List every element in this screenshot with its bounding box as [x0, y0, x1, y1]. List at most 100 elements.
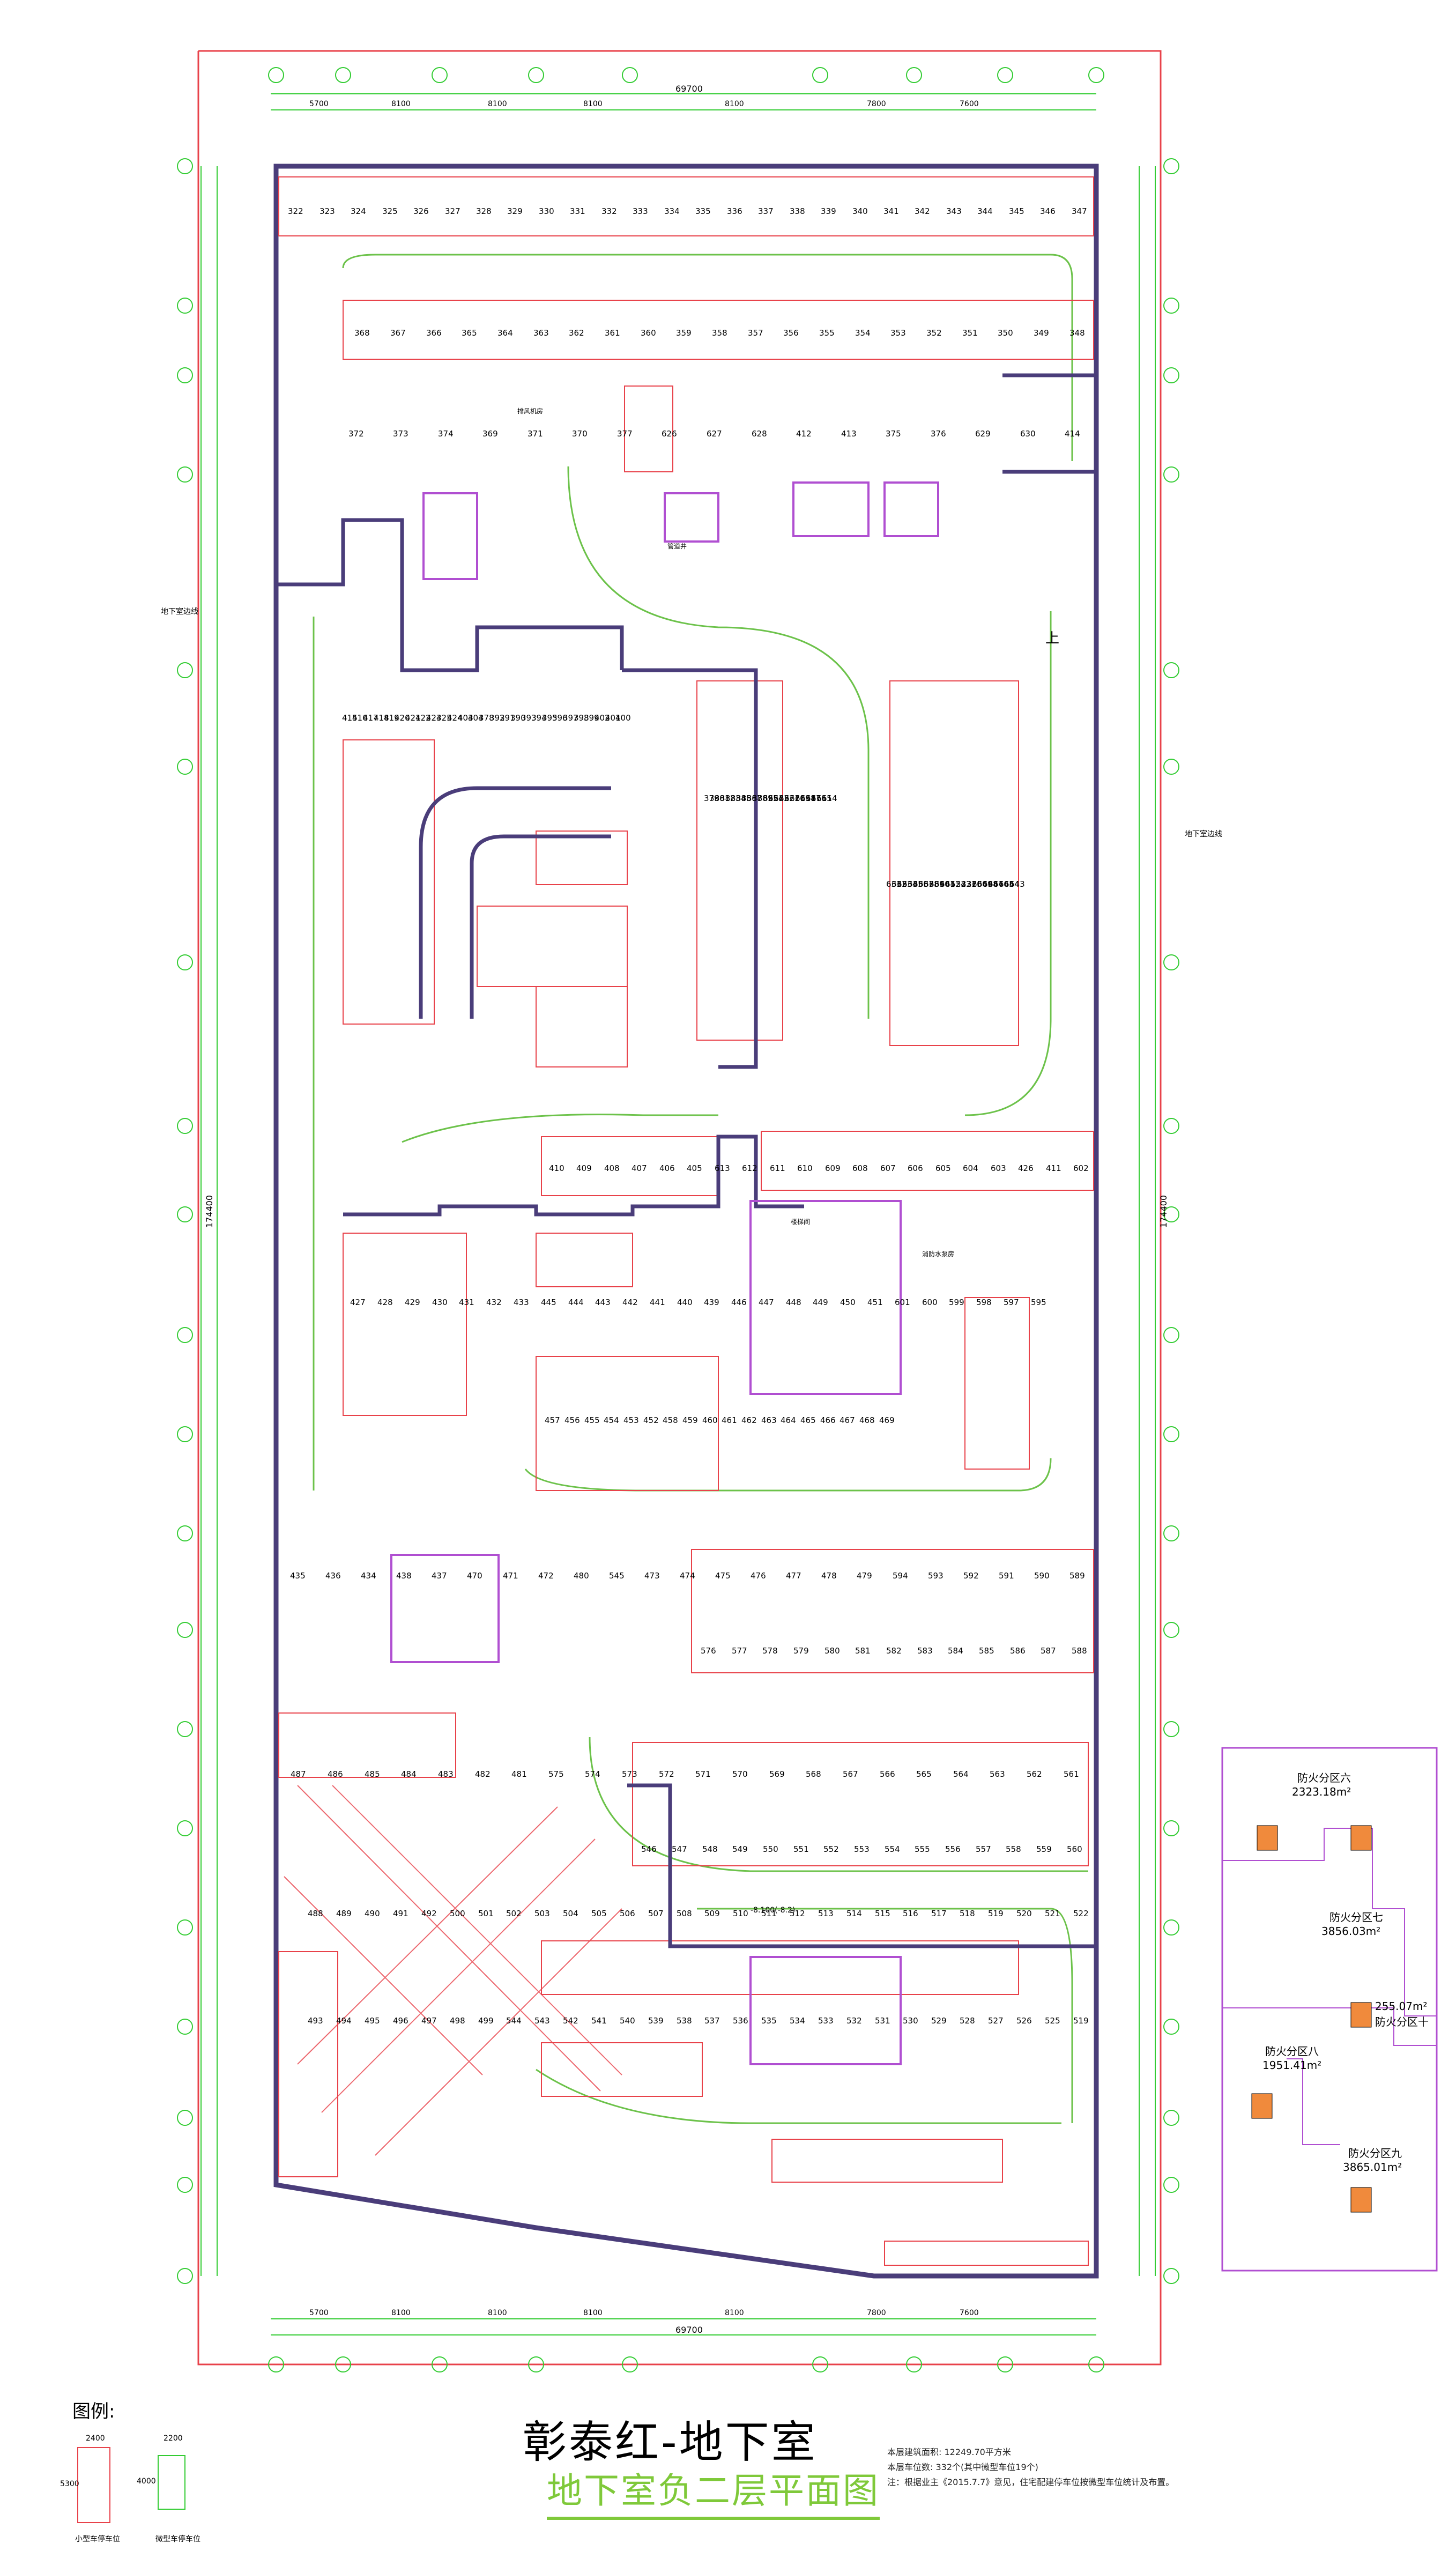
parking-space-number: 593 [928, 1571, 944, 1581]
parking-space-number: 649 [977, 879, 993, 889]
parking-space-number: 431 [459, 1297, 474, 1307]
pump-room-label: 消防水泵房 [922, 1250, 955, 1258]
parking-space-number: 478 [821, 1571, 837, 1581]
parking-space-number: 463 [761, 1415, 777, 1425]
span-dimension: 7800 [867, 2309, 886, 2317]
parking-space-number: 494 [336, 2016, 352, 2026]
fire-zone-key [1221, 1747, 1438, 2272]
parking-space-number: 585 [979, 1646, 994, 1656]
parking-space-number: 468 [859, 1415, 875, 1425]
parking-space-number: 629 [975, 429, 991, 439]
parking-space-number: 542 [563, 2016, 578, 2026]
parking-space-number: 471 [503, 1571, 518, 1581]
parking-space-number: 440 [677, 1297, 693, 1307]
ramp-up-label: 上 [1045, 631, 1060, 647]
parking-space-number: 562 [1027, 1769, 1042, 1779]
parking-space-number: 475 [715, 1571, 731, 1581]
parking-space-number: 341 [883, 206, 899, 216]
parking-space-number: 568 [806, 1769, 821, 1779]
parking-space-number: 365 [462, 328, 477, 338]
parking-space-number: 616 [811, 794, 827, 803]
legend-symbols [77, 2447, 185, 2523]
parking-space-number: 418 [374, 713, 389, 723]
parking-space-number: 404 [468, 713, 484, 723]
parking-space-number: 600 [922, 1297, 938, 1307]
parking-space-number: 359 [676, 328, 692, 338]
parking-space-number: 650 [972, 879, 987, 889]
parking-space-number: 399 [584, 713, 599, 723]
parking-space-number: 423 [426, 713, 442, 723]
parking-space-number: 597 [1004, 1297, 1019, 1307]
parking-space-number: 477 [786, 1571, 801, 1581]
parking-space-number: 604 [963, 1163, 978, 1173]
legend-heading: 图例: [72, 2401, 115, 2422]
parking-space-number: 635 [908, 879, 923, 889]
parking-space-number: 344 [977, 206, 993, 216]
parking-space-number: 397 [563, 713, 578, 723]
parking-space-number: 647 [988, 879, 1004, 889]
parking-space-number: 496 [393, 2016, 408, 2026]
parking-space-number: 409 [576, 1163, 592, 1173]
parking-space-number: 612 [742, 1163, 757, 1173]
parking-space-number: 648 [983, 879, 998, 889]
parking-space-number: 380 [709, 794, 725, 803]
parking-space-number: 492 [421, 1909, 437, 1918]
parking-space-number: 411 [1046, 1163, 1061, 1173]
parking-space-number: 376 [931, 429, 946, 439]
parking-space-number: 590 [1034, 1571, 1050, 1581]
parking-space-number: 386 [741, 794, 757, 803]
parking-space-number: 624 [768, 794, 784, 803]
parking-space-number: 391 [500, 713, 515, 723]
parking-space-number: 336 [727, 206, 742, 216]
parking-space-number: 484 [401, 1769, 417, 1779]
parking-space-number: 622 [779, 794, 794, 803]
parking-space-number: 631 [886, 879, 902, 889]
parking-space-number: 358 [712, 328, 727, 338]
parking-space-number: 543 [534, 2016, 550, 2026]
parking-space-number: 462 [741, 1415, 757, 1425]
parking-space-number: 644 [1004, 879, 1020, 889]
parking-space-number: 342 [915, 206, 930, 216]
parking-space-number: 645 [999, 879, 1014, 889]
parking-space-number: 529 [931, 2016, 947, 2026]
parking-space-number: 589 [1069, 1571, 1085, 1581]
parking-space-number: 609 [825, 1163, 841, 1173]
parking-space-number: 606 [908, 1163, 923, 1173]
parking-space-number: 520 [1016, 1909, 1032, 1918]
interior-walls [276, 373, 1096, 1948]
fire-zone-10-area: 255.07m² [1375, 2000, 1428, 2013]
parking-space-number: 544 [506, 2016, 522, 2026]
parking-space-number: 452 [643, 1415, 659, 1425]
parking-space-number: 369 [482, 429, 498, 439]
parking-space-number: 557 [976, 1844, 991, 1854]
parking-space-number: 576 [701, 1646, 716, 1656]
parking-space-number: 513 [818, 1909, 834, 1918]
parking-space-number: 447 [759, 1297, 774, 1307]
parking-space-number: 610 [797, 1163, 813, 1173]
parking-space-number: 392 [489, 713, 505, 723]
parking-space-number: 432 [486, 1297, 502, 1307]
parking-space-number: 416 [352, 713, 368, 723]
fire-zone-9-area: 3865.01m² [1343, 2161, 1402, 2174]
fire-zone-8-name: 防火分区八 [1265, 2045, 1319, 2058]
parking-space-number: 412 [796, 429, 812, 439]
parking-space-number: 592 [963, 1571, 979, 1581]
parking-space-number: 448 [786, 1297, 801, 1307]
fire-zone-6-area: 2323.18m² [1292, 1785, 1351, 1798]
parking-space-number: 361 [605, 328, 620, 338]
parking-space-number: 441 [650, 1297, 665, 1307]
parking-space-number: 479 [857, 1571, 872, 1581]
parking-space-number: 554 [885, 1844, 900, 1854]
parking-space-number: 438 [396, 1571, 412, 1581]
legend-small-car-label: 小型车停车位 [75, 2535, 120, 2544]
parking-space-number: 407 [632, 1163, 647, 1173]
parking-space-number: 348 [1069, 328, 1085, 338]
parking-space-number: 395 [542, 713, 558, 723]
parking-space-number: 451 [867, 1297, 883, 1307]
parking-space-number: 505 [591, 1909, 607, 1918]
parking-space-number: 546 [641, 1844, 657, 1854]
parking-space-number: 381 [715, 794, 730, 803]
parking-space-number: 367 [390, 328, 406, 338]
parking-space-number: 581 [855, 1646, 871, 1656]
parking-space-number: 360 [641, 328, 656, 338]
